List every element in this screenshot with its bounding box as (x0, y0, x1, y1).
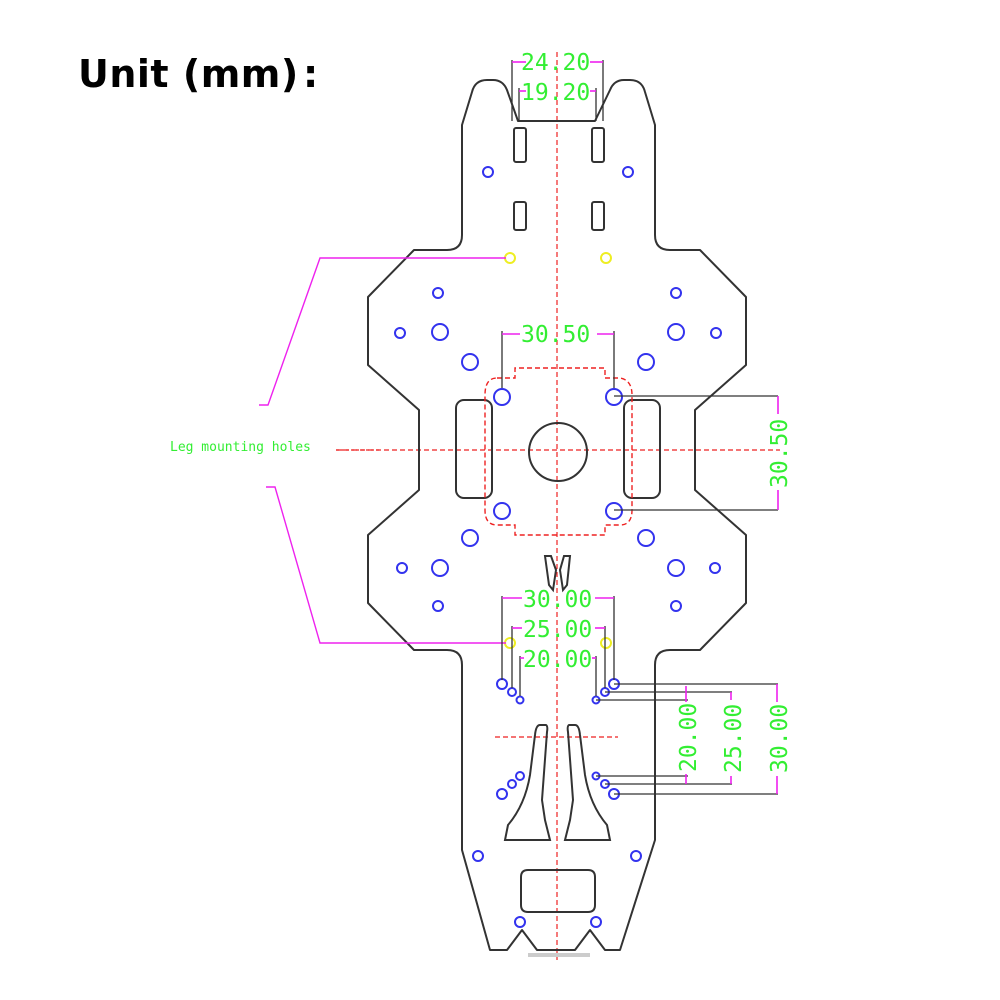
lower-fin-right (563, 724, 612, 841)
leader-lines (259, 257, 506, 644)
top-dim-arrows (512, 61, 603, 92)
hole (514, 916, 526, 928)
hole (496, 678, 508, 690)
bottom-cutout (520, 869, 596, 913)
dim-center-vertical: 30.50 (767, 419, 793, 488)
hole (493, 388, 511, 406)
marker-hole (600, 252, 612, 264)
hole (637, 353, 655, 371)
leg-mounting-holes-label: Leg mounting holes (170, 440, 311, 455)
lower-fin-left (503, 724, 552, 841)
hole (605, 502, 623, 520)
leader-line-lower (266, 486, 506, 644)
hole (630, 850, 642, 862)
v-notch-right (558, 555, 572, 593)
hole (670, 600, 682, 612)
hole (431, 323, 449, 341)
center-hole (528, 422, 588, 482)
marker-hole (504, 252, 516, 264)
center-v-dim (614, 395, 778, 511)
lower-v-arrows (685, 684, 778, 794)
dim-lower-v-25: 25.00 (721, 704, 747, 773)
top-slot-right-upper (591, 127, 605, 163)
dim-top-outer: 24.20 (521, 50, 590, 76)
hole (432, 600, 444, 612)
center-h-dim (501, 331, 615, 388)
hole (709, 562, 721, 574)
dim-lower-h-20: 20.00 (523, 647, 592, 673)
top-slot-right-lower (591, 201, 605, 231)
leader-line-upper (259, 257, 506, 406)
hole (396, 562, 408, 574)
hole (496, 788, 508, 800)
slots (455, 127, 661, 913)
hole (461, 353, 479, 371)
hole (637, 529, 655, 547)
dim-lower-h-30: 30.00 (523, 587, 592, 613)
dim-lower-v-30: 30.00 (767, 704, 793, 773)
page-title: Unit (mm) : (78, 52, 319, 96)
hole (667, 323, 685, 341)
hole (432, 287, 444, 299)
hole (590, 916, 602, 928)
hole (507, 779, 517, 789)
hole (515, 771, 525, 781)
marker-hole (504, 637, 516, 649)
marker-hole (600, 637, 612, 649)
side-slot-left (455, 399, 493, 499)
hole (605, 388, 623, 406)
hole (670, 287, 682, 299)
hole (667, 559, 685, 577)
v-notch-left (543, 555, 558, 593)
top-slot-left-lower (513, 201, 527, 231)
top-dimensions (511, 60, 604, 121)
hole (507, 687, 517, 697)
dim-lower-h-25: 25.00 (523, 617, 592, 643)
side-slot-right (623, 399, 661, 499)
hole (493, 502, 511, 520)
dim-center-horizontal: 30.50 (521, 322, 590, 348)
center-lines (336, 52, 780, 960)
top-slot-left-upper (513, 127, 527, 163)
hole (515, 695, 525, 705)
hole (461, 529, 479, 547)
dim-top-inner: 19.20 (521, 80, 590, 106)
frame-outline (367, 79, 747, 951)
hole (431, 559, 449, 577)
hole (482, 166, 494, 178)
lower-v-dims (596, 683, 778, 795)
hole (472, 850, 484, 862)
motor-mount-outline (484, 367, 633, 536)
hole (710, 327, 722, 339)
holes (394, 166, 722, 928)
hole (622, 166, 634, 178)
lower-h-arrows (502, 597, 614, 659)
hole (394, 327, 406, 339)
lower-h-dims (501, 596, 615, 696)
dim-lower-v-20: 20.00 (676, 703, 702, 772)
